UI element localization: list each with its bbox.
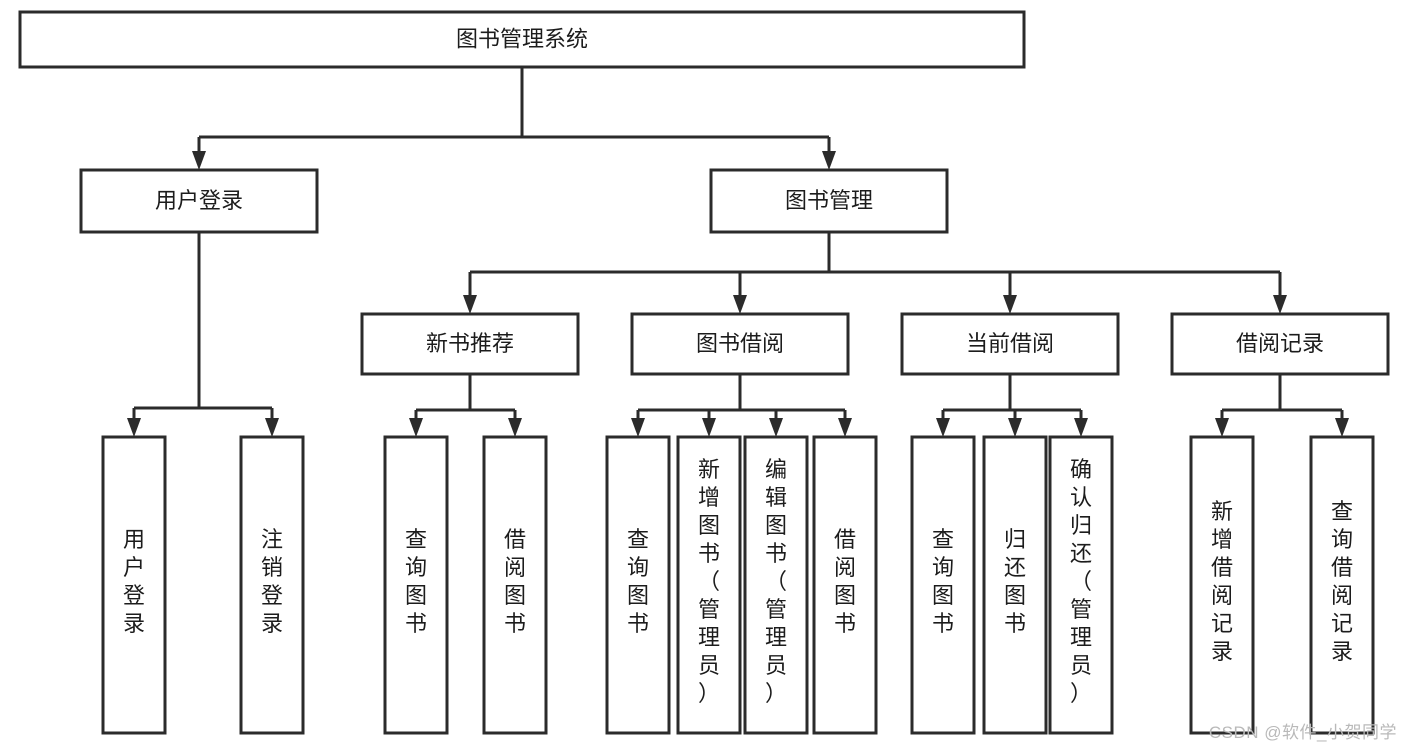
arrow-head-icon xyxy=(463,295,477,314)
arrow-head-icon xyxy=(192,151,206,170)
node-leaf[interactable]: 注销登录 xyxy=(239,435,305,735)
node-leaf[interactable]: 确认归还（管理员） xyxy=(1048,435,1114,735)
node-label: 借阅图书 xyxy=(504,527,526,636)
node-leaf[interactable]: 新增图书（管理员） xyxy=(676,435,742,735)
node-label: 确认归还（管理员） xyxy=(1070,457,1092,706)
node-root[interactable]: 图书管理系统 xyxy=(18,10,1026,69)
node-box xyxy=(982,435,1048,735)
node-leaf[interactable]: 新增借阅记录 xyxy=(1189,435,1255,735)
arrow-head-icon xyxy=(127,418,141,437)
arrow-head-icon xyxy=(508,418,522,437)
node-leaf[interactable]: 借阅图书 xyxy=(482,435,548,735)
arrow-head-icon xyxy=(838,418,852,437)
node-label: 图书管理 xyxy=(785,188,873,213)
node-label: 查询借阅记录 xyxy=(1331,499,1353,664)
arrow-head-icon xyxy=(1335,418,1349,437)
node-label: 查询图书 xyxy=(627,527,649,636)
node-leaf[interactable]: 查询借阅记录 xyxy=(1309,435,1375,735)
node-label: 查询图书 xyxy=(932,527,954,636)
node-leaf[interactable]: 借阅图书 xyxy=(812,435,878,735)
node-label: 编辑图书（管理员） xyxy=(765,457,787,706)
watermark-text: CSDN @软件_小贺同学 xyxy=(1208,723,1397,742)
arrow-head-icon xyxy=(733,295,747,314)
node-box xyxy=(605,435,671,735)
arrow-head-icon xyxy=(936,418,950,437)
arrow-head-icon xyxy=(409,418,423,437)
arrow-head-icon xyxy=(769,418,783,437)
node-box xyxy=(101,435,167,735)
node-box xyxy=(360,312,580,376)
node-label: 新增借阅记录 xyxy=(1211,499,1233,664)
arrow-head-icon xyxy=(631,418,645,437)
arrow-head-icon xyxy=(1008,418,1022,437)
arrow-head-icon xyxy=(1003,295,1017,314)
node-box xyxy=(900,312,1120,376)
node-leaf[interactable]: 查询图书 xyxy=(605,435,671,735)
node-level2[interactable]: 图书管理 xyxy=(709,168,949,234)
node-leaf[interactable]: 编辑图书（管理员） xyxy=(743,435,809,735)
arrow-head-icon xyxy=(822,151,836,170)
arrow-head-icon xyxy=(702,418,716,437)
node-label: 借阅记录 xyxy=(1236,331,1324,356)
node-label: 用户登录 xyxy=(123,527,145,636)
node-box xyxy=(812,435,878,735)
node-level3[interactable]: 新书推荐 xyxy=(360,312,580,376)
node-label: 注销登录 xyxy=(261,527,283,636)
node-box xyxy=(79,168,319,234)
node-label: 归还图书 xyxy=(1004,527,1026,636)
node-box xyxy=(676,435,742,735)
node-level3[interactable]: 当前借阅 xyxy=(900,312,1120,376)
arrow-head-icon xyxy=(265,418,279,437)
node-label: 当前借阅 xyxy=(966,331,1054,356)
node-box xyxy=(1189,435,1255,735)
node-level2[interactable]: 用户登录 xyxy=(79,168,319,234)
node-box xyxy=(482,435,548,735)
node-label: 用户登录 xyxy=(155,188,243,213)
node-label: 图书管理系统 xyxy=(456,26,588,51)
node-label: 新书推荐 xyxy=(426,331,514,356)
node-box xyxy=(1048,435,1114,735)
node-leaf[interactable]: 用户登录 xyxy=(101,435,167,735)
arrow-head-icon xyxy=(1273,295,1287,314)
node-label: 借阅图书 xyxy=(834,527,856,636)
node-leaf[interactable]: 查询图书 xyxy=(910,435,976,735)
node-label: 查询图书 xyxy=(405,527,427,636)
arrow-head-icon xyxy=(1215,418,1229,437)
node-leaf[interactable]: 归还图书 xyxy=(982,435,1048,735)
node-level3[interactable]: 图书借阅 xyxy=(630,312,850,376)
node-level3[interactable]: 借阅记录 xyxy=(1170,312,1390,376)
node-box xyxy=(18,10,1026,69)
node-label: 新增图书（管理员） xyxy=(698,457,720,706)
node-leaf[interactable]: 查询图书 xyxy=(383,435,449,735)
node-label: 图书借阅 xyxy=(696,331,784,356)
arrow-head-icon xyxy=(1074,418,1088,437)
